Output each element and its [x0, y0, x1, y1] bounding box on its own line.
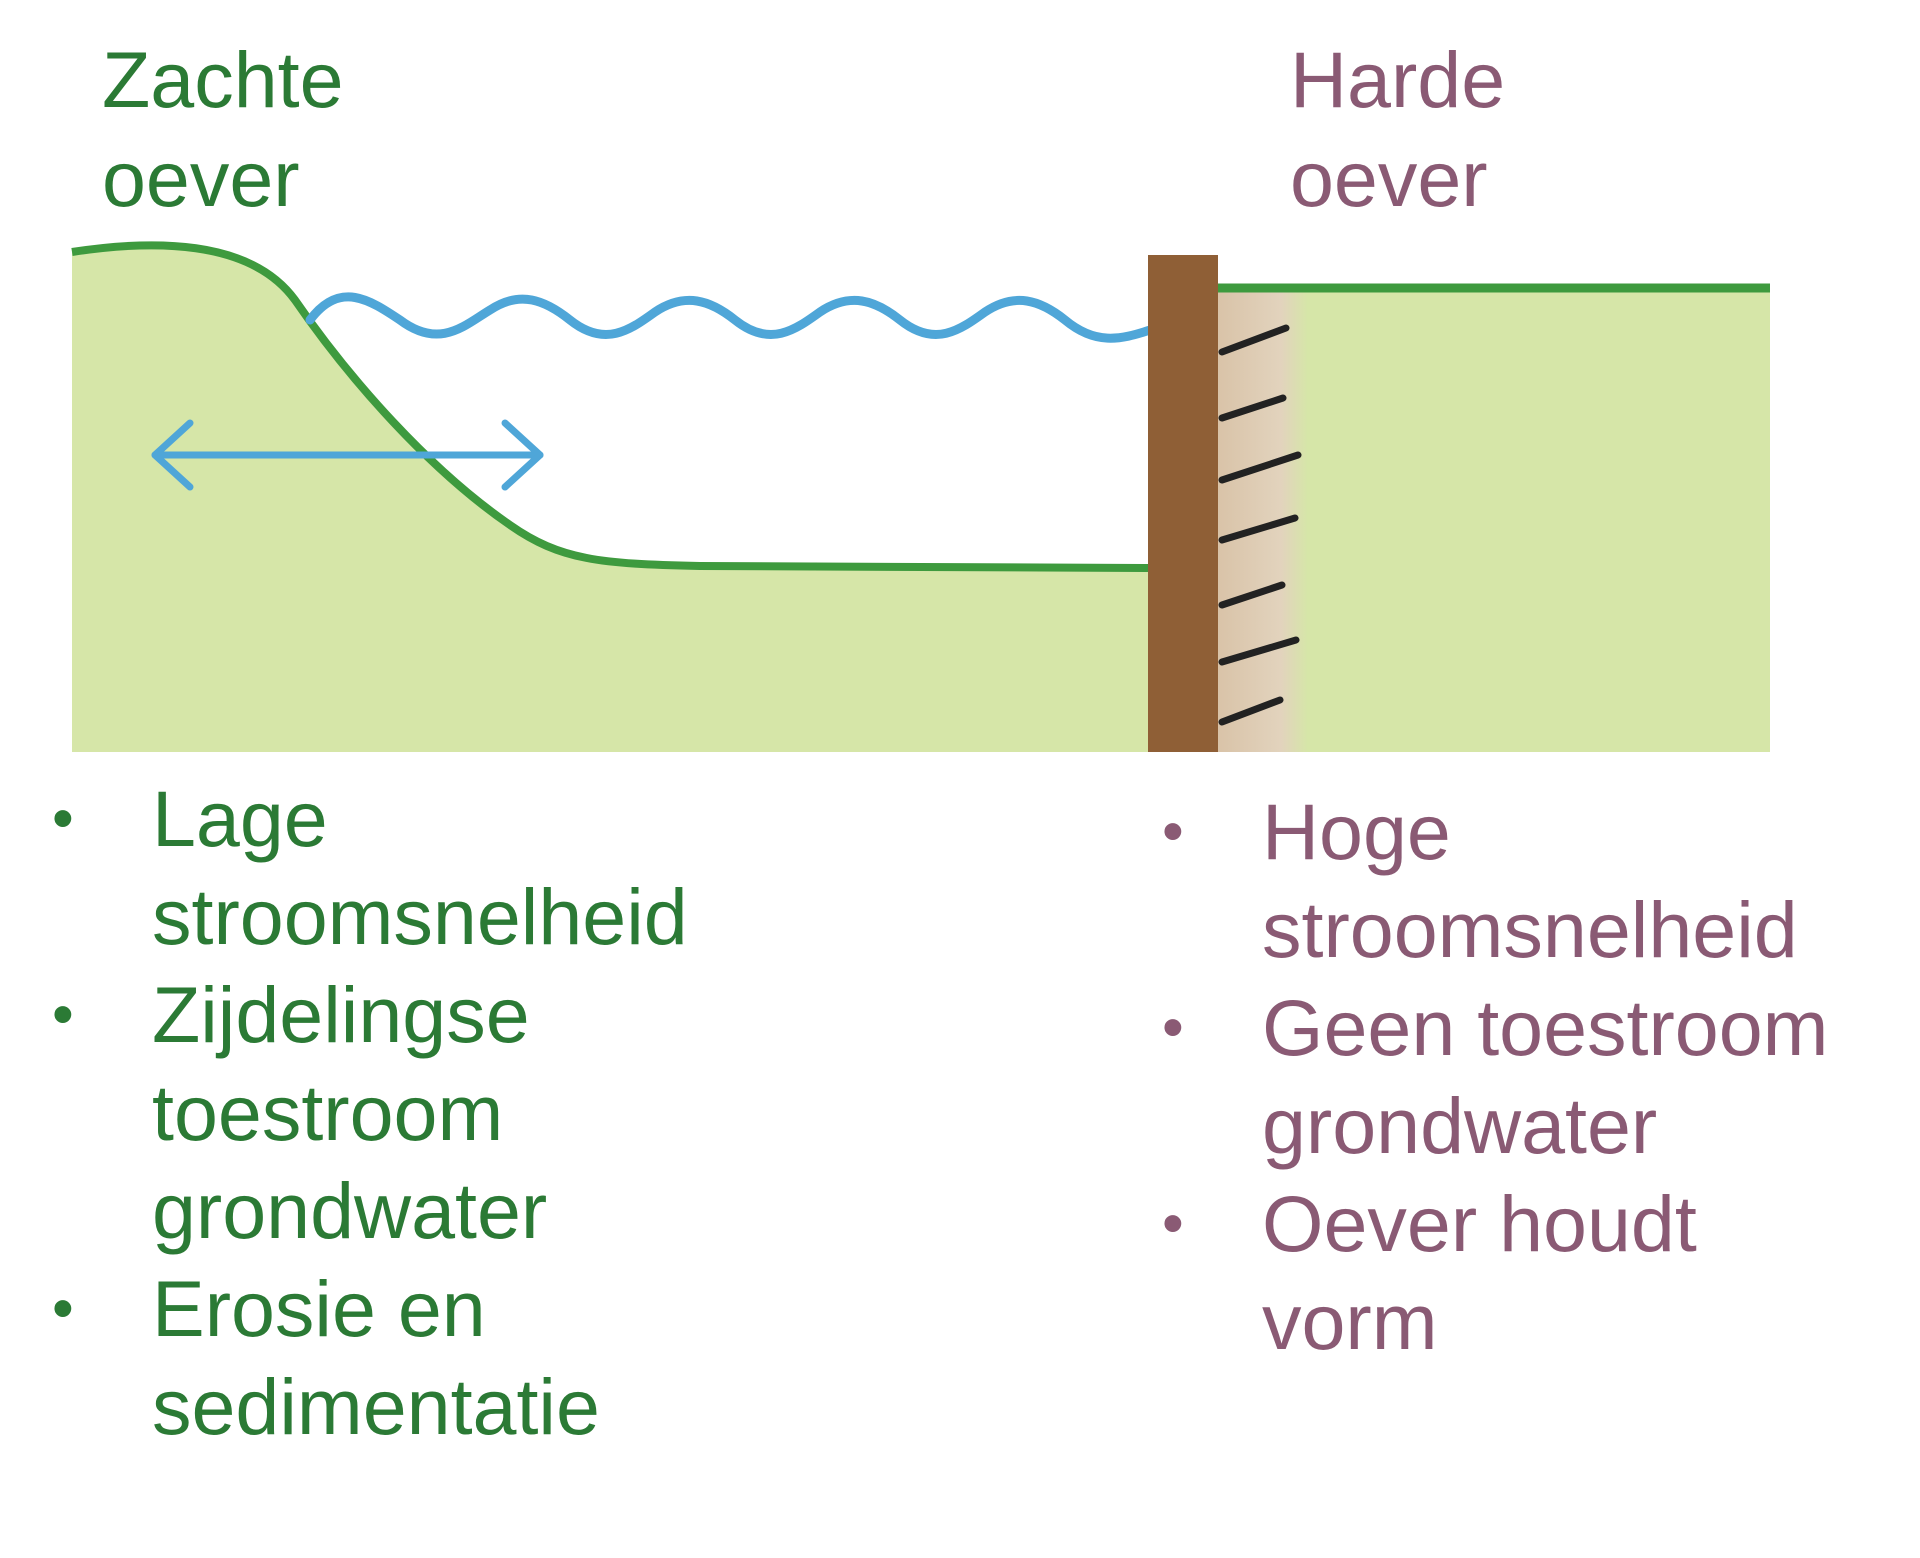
hard-bank-title: Harde oever	[1290, 35, 1506, 223]
soft-bank-title: Zachte oever	[102, 35, 344, 223]
soft-bank-profile-line	[71, 241, 1149, 572]
list-item: Lage stroomsnelheid	[52, 770, 812, 966]
water-wave-icon	[305, 292, 1155, 343]
hard-bank-property-3: Oever houdt vorm	[1262, 1179, 1697, 1366]
hard-bank-ground	[1218, 286, 1770, 752]
soft-bank-properties-list: Lage stroomsnelheid Zijdelingse toestroo…	[52, 770, 812, 1456]
soft-bank-property-1: Lage stroomsnelheid	[152, 774, 688, 961]
hard-bank-property-2: Geen toestroom grondwater	[1262, 983, 1829, 1170]
hard-bank-properties-list: Hoge stroomsnelheid Geen toestroom grond…	[1162, 783, 1882, 1371]
list-item: Geen toestroom grondwater	[1162, 979, 1882, 1175]
list-item: Oever houdt vorm	[1162, 1175, 1882, 1371]
sheet-pile-wall-icon	[1148, 255, 1218, 752]
double-arrow-icon	[151, 419, 544, 491]
soft-bank-property-3: Erosie en sedimentatie	[152, 1264, 600, 1451]
list-item: Erosie en sedimentatie	[52, 1260, 812, 1456]
list-item: Zijdelingse toestroom grondwater	[52, 966, 812, 1260]
anchor-rods-icon	[1218, 324, 1302, 726]
hard-bank-property-1: Hoge stroomsnelheid	[1262, 787, 1798, 974]
soft-bank-property-2: Zijdelingse toestroom grondwater	[152, 970, 548, 1255]
list-item: Hoge stroomsnelheid	[1162, 783, 1882, 979]
soft-bank-ground	[72, 244, 1148, 752]
